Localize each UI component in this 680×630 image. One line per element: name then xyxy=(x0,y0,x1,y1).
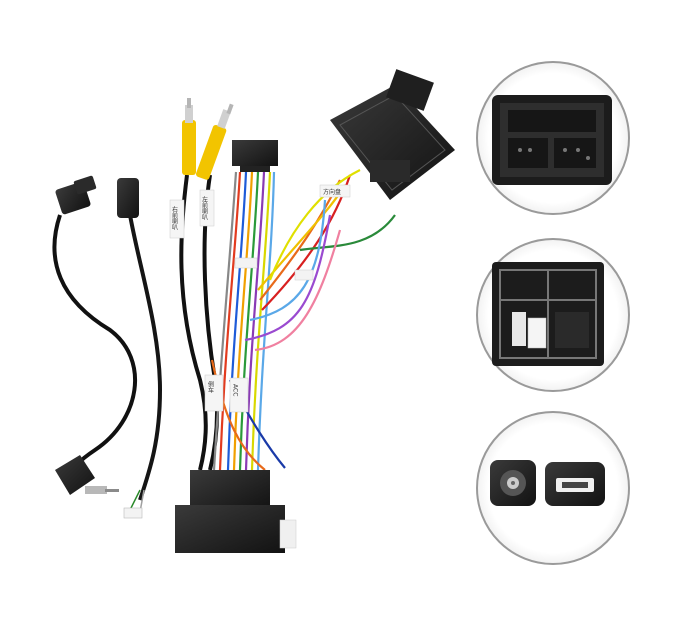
small-connector xyxy=(232,140,278,172)
antenna-top-plug xyxy=(55,175,97,215)
cable-label-rca-right xyxy=(199,189,215,227)
cable-tag-rca-right-text: 左前喇叭 xyxy=(201,195,208,221)
quadlock-side-view xyxy=(492,262,604,366)
wiring-harness: 右前喇叭 左前喇叭 方向盘 倒车 ACC xyxy=(52,69,455,553)
wire-bundle xyxy=(210,169,396,471)
cable-label-texts: 右前喇叭 左前喇叭 方向盘 倒车 ACC xyxy=(171,188,342,396)
rca-plug-left xyxy=(182,98,196,175)
inset-antenna-usb xyxy=(476,411,630,565)
cable-label-rca-left xyxy=(169,199,185,239)
rca-plug-right xyxy=(196,103,234,180)
cable-tie-white-2 xyxy=(234,257,258,269)
main-bottom-connector xyxy=(175,470,297,553)
cable-label-lower-right xyxy=(229,377,249,413)
quadlock-front-view xyxy=(492,95,612,185)
cable-tie-white-3 xyxy=(294,269,314,281)
cable-label-lower-left xyxy=(204,374,224,412)
antenna-bottom-plug xyxy=(55,455,119,495)
usb-cable xyxy=(128,214,163,501)
cable-tag-lower-left-text: 倒车 xyxy=(207,380,214,394)
quadlock-connector xyxy=(330,69,455,200)
usb-top-plug xyxy=(117,178,139,218)
cable-labels xyxy=(169,184,351,413)
cable-tag-lower-right-text: ACC xyxy=(232,384,239,396)
cable-tag-mid-text: 方向盘 xyxy=(323,188,341,196)
cable-tie-white xyxy=(319,184,351,198)
cable-tag-rca-left-text: 右前喇叭 xyxy=(171,205,178,231)
antenna-cable xyxy=(52,214,137,476)
antenna-connector-closeup xyxy=(490,460,536,506)
usb-bottom-wires xyxy=(123,489,145,519)
inset-connector-side xyxy=(476,238,630,392)
inset-connector-front xyxy=(476,61,630,215)
mini-usb-closeup xyxy=(545,462,605,506)
